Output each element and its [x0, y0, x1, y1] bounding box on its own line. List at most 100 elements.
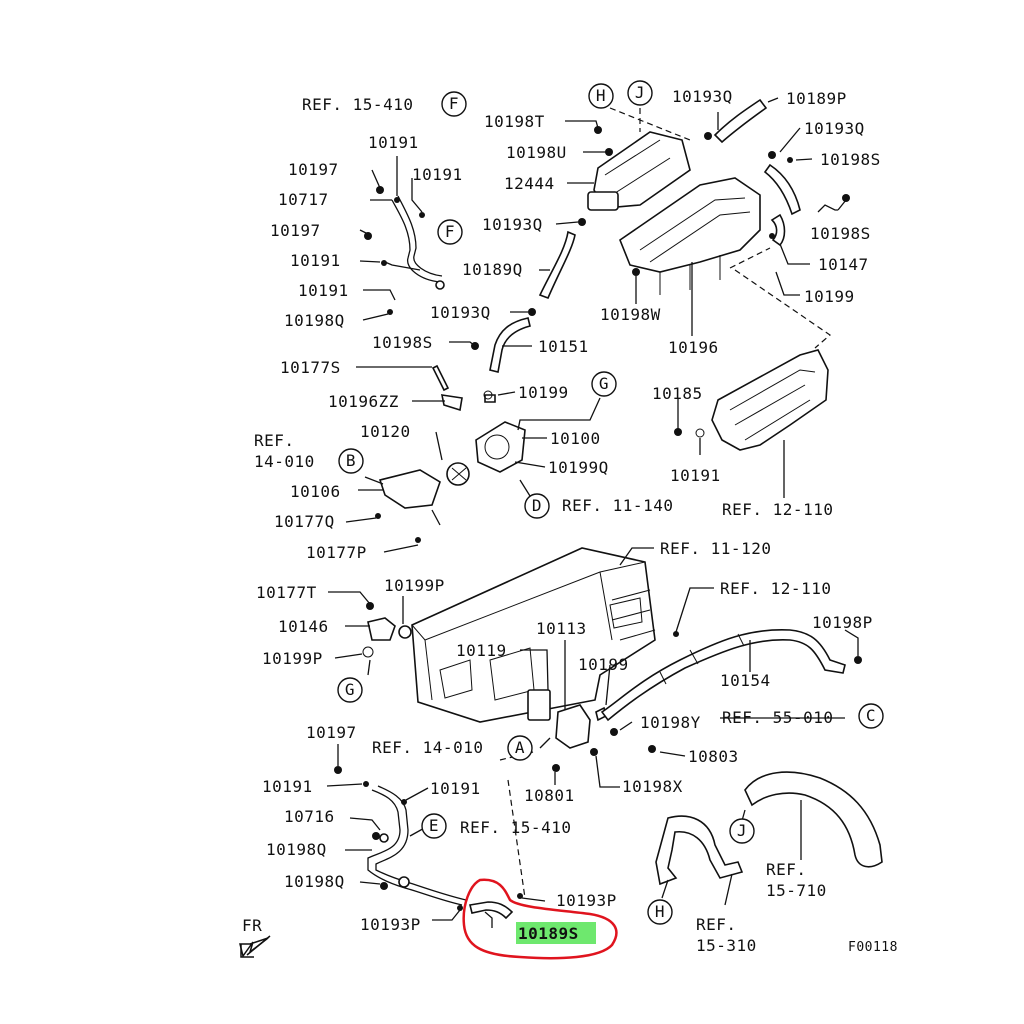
label-ref-15-410: REF. 15-410	[460, 818, 571, 837]
label-10198y: 10198Y	[640, 713, 701, 732]
label-10716: 10716	[284, 807, 335, 826]
callout-A1: A	[507, 735, 533, 761]
label-10193p: 10193P	[360, 915, 421, 934]
callout-D1: D	[524, 493, 550, 519]
leader-lines	[326, 97, 859, 928]
label-10199p: 10199P	[262, 649, 323, 668]
label-10803: 10803	[688, 747, 739, 766]
label-ref-15-310-line2: 15-310	[696, 936, 757, 955]
intake-manifold-drawing	[619, 177, 761, 295]
svg-text:B: B	[346, 451, 356, 470]
label-10198t: 10198T	[484, 112, 545, 131]
label-ref-15-410-top: REF. 15-410	[302, 95, 413, 114]
bolts	[334, 126, 862, 911]
label-10199p: 10199P	[384, 576, 445, 595]
highlight-marker	[516, 922, 596, 944]
highlighted-part-10189s: 10189S	[462, 878, 618, 960]
label-10106: 10106	[290, 482, 341, 501]
label-10191: 10191	[368, 133, 419, 152]
part-labels: REF. 15-410 10191 10197 10191 10717 1019…	[254, 87, 897, 955]
label-10196zz: 10196ZZ	[328, 392, 399, 411]
label-10147: 10147	[818, 255, 869, 274]
label-12444: 12444	[504, 174, 555, 193]
svg-text:J: J	[737, 821, 747, 840]
label-10177p: 10177P	[306, 543, 367, 562]
svg-text:D: D	[532, 496, 542, 515]
label-10191: 10191	[412, 165, 463, 184]
svg-text:J: J	[635, 83, 645, 102]
label-10197: 10197	[270, 221, 321, 240]
label-ref-15-310-line1: REF.	[696, 915, 737, 934]
label-10193q: 10193Q	[804, 119, 865, 138]
callout-H1: H	[588, 83, 614, 109]
label-10193q: 10193Q	[482, 215, 543, 234]
label-ref-11-140: REF. 11-140	[562, 496, 673, 515]
label-10199: 10199	[518, 383, 569, 402]
label-ref-55-010: REF. 55-010	[722, 708, 833, 727]
label-10193q: 10193Q	[430, 303, 491, 322]
bypass-pipe-bottom	[367, 785, 514, 920]
label-ref-12-110: REF. 12-110	[722, 500, 833, 519]
callout-G2: G	[337, 677, 363, 703]
valve-cover-drawing	[711, 349, 829, 451]
label-10198s: 10198S	[810, 224, 871, 243]
label-ref-14-010: REF. 14-010	[372, 738, 483, 757]
label-10199: 10199	[804, 287, 855, 306]
label-10197: 10197	[288, 160, 339, 179]
engine-block-drawing	[411, 547, 656, 723]
label-10120: 10120	[360, 422, 411, 441]
label-ref-15-710-line1: REF.	[766, 860, 807, 879]
label-10193p: 10193P	[556, 891, 617, 910]
label-ref-12-110: REF. 12-110	[720, 579, 831, 598]
label-ref-14-010-line2: 14-010	[254, 452, 315, 471]
callout-B1: B	[338, 448, 364, 474]
label-10191: 10191	[430, 779, 481, 798]
label-ref-14-010-line1: REF.	[254, 431, 295, 450]
label-10154: 10154	[720, 671, 771, 690]
callout-F2: F	[437, 219, 463, 245]
svg-text:H: H	[596, 86, 606, 105]
callout-E1: E	[421, 813, 447, 839]
water-pump-drawing	[367, 617, 846, 749]
svg-text:A: A	[515, 738, 525, 757]
svg-text:G: G	[599, 374, 609, 393]
label-10199: 10199	[578, 655, 629, 674]
label-ref-15-710-line2: 15-710	[766, 881, 827, 900]
label-10189q: 10189Q	[462, 260, 523, 279]
label-10119: 10119	[456, 641, 507, 660]
callout-J2: J	[729, 818, 755, 844]
callout-G1: G	[591, 371, 617, 397]
label-10199q: 10199Q	[548, 458, 609, 477]
svg-text:F: F	[449, 94, 459, 113]
callout-H2: H	[647, 899, 673, 925]
label-10191: 10191	[670, 466, 721, 485]
oil-cooler-drawing	[587, 131, 691, 211]
callout-J1: J	[627, 80, 653, 106]
label-10146: 10146	[278, 617, 329, 636]
label-10177s: 10177S	[280, 358, 341, 377]
label-10189p: 10189P	[786, 89, 847, 108]
label-10193q: 10193Q	[672, 87, 733, 106]
label-10198p: 10198P	[812, 613, 873, 632]
label-10198u: 10198U	[506, 143, 567, 162]
label-10151: 10151	[538, 337, 589, 356]
label-10100: 10100	[550, 429, 601, 448]
label-10198w: 10198W	[600, 305, 661, 324]
label-10198q: 10198Q	[266, 840, 327, 859]
callout-C1: C	[858, 703, 884, 729]
red-circle-annotation	[462, 878, 618, 960]
label-10198q: 10198Q	[284, 872, 345, 891]
label-10198s: 10198S	[820, 150, 881, 169]
label-10717: 10717	[278, 190, 329, 209]
label-ref-11-120: REF. 11-120	[660, 539, 771, 558]
label-10113: 10113	[536, 619, 587, 638]
front-arrow-icon: FR	[239, 916, 271, 958]
thermostat-housing-drawing	[378, 364, 526, 509]
label-10177q: 10177Q	[274, 512, 335, 531]
callout-F1: F	[441, 91, 467, 117]
label-10198x: 10198X	[622, 777, 683, 796]
svg-text:G: G	[345, 680, 355, 699]
label-10185: 10185	[652, 384, 703, 403]
svg-text:FR: FR	[242, 916, 262, 935]
label-10196: 10196	[668, 338, 719, 357]
